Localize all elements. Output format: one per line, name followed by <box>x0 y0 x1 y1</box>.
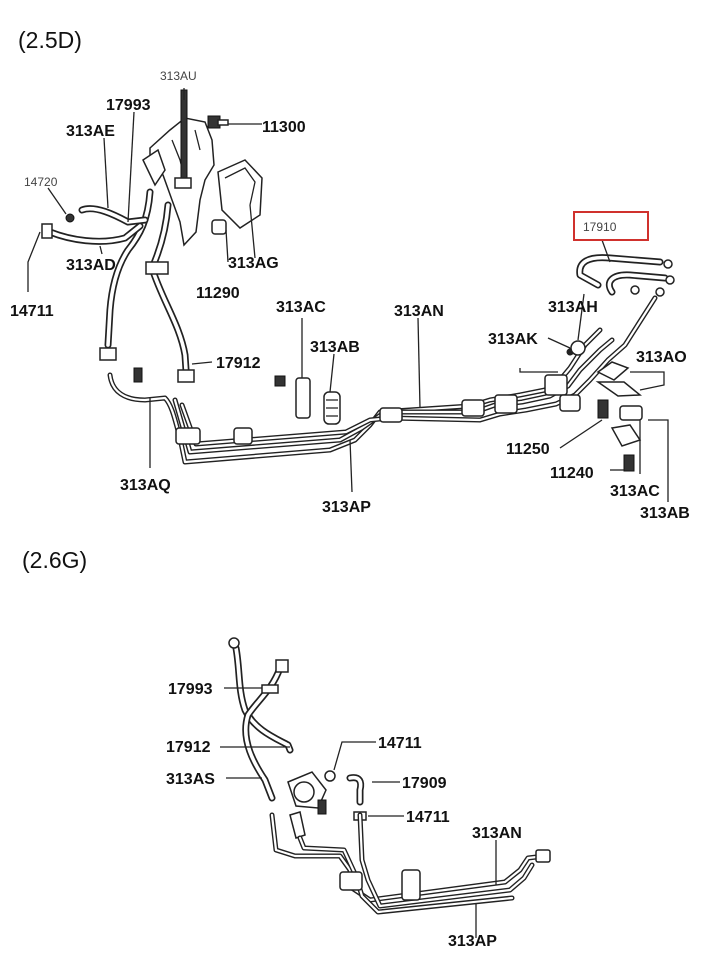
fitting-hose-joint <box>145 261 169 275</box>
label-11290: 11290 <box>196 285 240 302</box>
pipe-bundle-top <box>107 295 658 465</box>
label-313ao: 313AO <box>636 349 687 366</box>
label-17910: 17910 <box>583 220 617 234</box>
leader-lines-top <box>27 88 669 502</box>
clip-313ac-center <box>274 375 311 419</box>
label-17993-bottom: 17993 <box>168 681 213 698</box>
label-14711-bottom-b: 14711 <box>406 809 450 826</box>
section-title-gasoline: (2.6G) <box>22 547 87 573</box>
clamp-14720 <box>65 213 75 223</box>
bolt-11300 <box>207 115 262 129</box>
label-313ag: 313AG <box>228 255 279 272</box>
clip-11290 <box>211 219 229 263</box>
section-title-diesel: (2.5D) <box>18 27 82 53</box>
bolt-11250 <box>597 399 609 419</box>
label-11300: 11300 <box>262 119 306 136</box>
fitting-left-low <box>99 347 117 361</box>
bolt-aq <box>133 367 143 383</box>
hoses-17910 <box>576 254 675 297</box>
leader-lines-bottom <box>220 687 497 938</box>
label-313aq: 313AQ <box>120 477 171 494</box>
gasoline-assembly: 17993 17912 14711 313AS 17909 14711 313A… <box>166 637 551 950</box>
fuel-filter-gasoline <box>287 771 327 839</box>
clamp-14711-upper <box>324 770 336 782</box>
hose-end-top <box>228 637 240 649</box>
label-313ab-right: 313AB <box>640 505 690 522</box>
fitting-17912 <box>177 369 195 383</box>
label-17912-bottom: 17912 <box>166 739 211 756</box>
hose-end-right <box>275 659 289 673</box>
diesel-assembly: 313AU 11300 17993 313AE 14720 313AD 1471… <box>10 69 690 522</box>
label-313ab-center: 313AB <box>310 339 360 356</box>
clamp-14711-top <box>41 223 53 239</box>
label-14711-top: 14711 <box>10 303 54 320</box>
bracket-313ao <box>595 361 643 447</box>
highlight-box-17910 <box>573 211 649 241</box>
cover-313ag <box>217 159 263 259</box>
label-313an-bottom: 313AN <box>472 825 522 842</box>
label-313ac-right: 313AC <box>610 483 660 500</box>
clip-313ab-center <box>323 391 341 425</box>
label-313ah: 313AH <box>548 299 598 316</box>
label-17912-top: 17912 <box>216 355 261 372</box>
label-313ap-top: 313AP <box>322 499 371 516</box>
label-14720: 14720 <box>24 175 58 189</box>
label-14711-bottom-a: 14711 <box>378 735 422 752</box>
label-313ac-center: 313AC <box>276 299 326 316</box>
label-313au: 313AU <box>160 69 197 83</box>
label-313ae: 313AE <box>66 123 115 140</box>
label-313as: 313AS <box>166 771 215 788</box>
label-313ak: 313AK <box>488 331 538 348</box>
clamp-17993 <box>261 684 279 694</box>
label-11250: 11250 <box>506 441 550 458</box>
pipe-bundle-bottom <box>269 812 551 915</box>
label-313ap-bottom: 313AP <box>448 933 497 950</box>
label-313ad: 313AD <box>66 257 116 274</box>
label-11240: 11240 <box>550 465 594 482</box>
label-17993-top: 17993 <box>106 97 151 114</box>
label-17909: 17909 <box>402 775 447 792</box>
bolt-11240 <box>623 454 635 472</box>
label-313an-top: 313AN <box>394 303 444 320</box>
